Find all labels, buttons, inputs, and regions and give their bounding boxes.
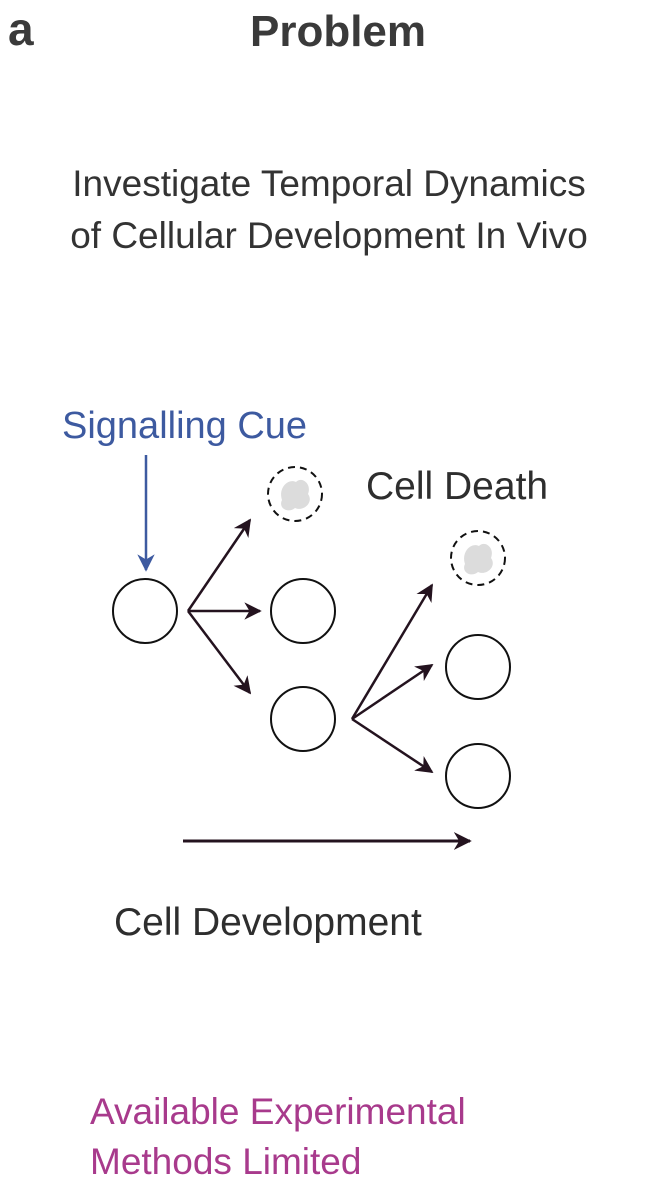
limitation-line-2: Methods Limited [90,1141,362,1182]
panel-letter: a [8,3,34,55]
dead-cell-2 [450,530,506,586]
daughter-cell-middle [270,578,336,644]
division-arrow-2-down [351,717,434,774]
division-arrow-down [187,610,252,695]
panel-title: Problem [249,7,427,56]
signalling-cue-label: Signalling Cue [62,405,308,447]
subtitle-line-1: Investigate Temporal Dynamics [72,163,586,204]
cell-death-label: Cell Death [366,465,549,508]
division-arrow-2-middle [351,663,434,721]
subtitle-line-2: of Cellular Development In Vivo [70,215,588,256]
daughter-cell-lower [270,686,336,752]
cell-development-label: Cell Development [114,901,422,944]
division-arrow-2-up [350,583,434,720]
division-arrow-up [186,518,252,612]
granddaughter-cell-lower [445,743,511,809]
granddaughter-cell-middle [445,634,511,700]
limitation-line-1: Available Experimental [90,1091,466,1132]
dead-cell-1 [267,466,323,522]
parent-cell [112,578,178,644]
